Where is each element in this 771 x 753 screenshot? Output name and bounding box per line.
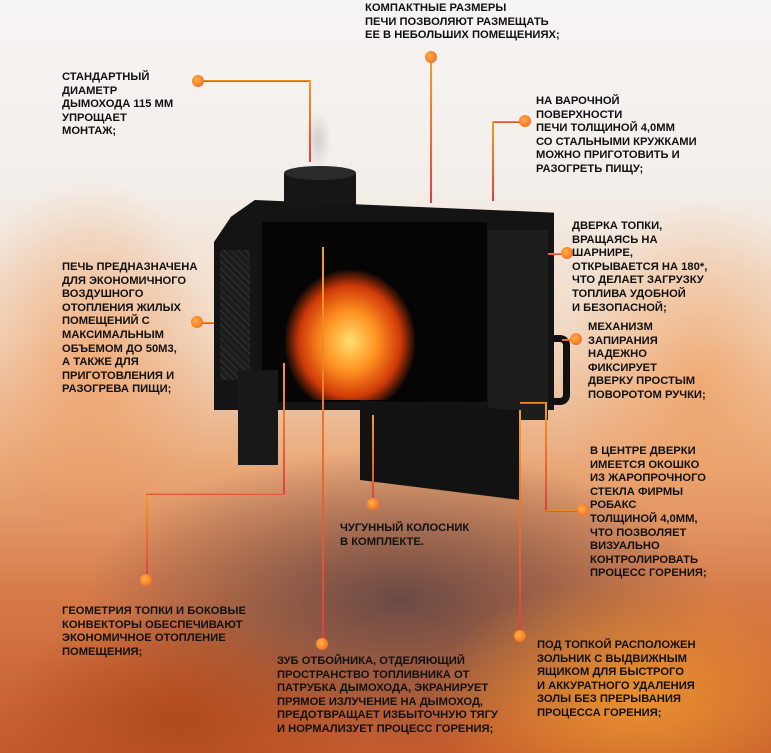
chimney-top [284, 166, 356, 180]
connector [545, 510, 579, 512]
marker-dot [191, 316, 203, 328]
connector [146, 493, 284, 495]
fire [285, 270, 415, 400]
marker-dot [519, 115, 531, 127]
callout-grate: Чугунный колосник в комплекте. [340, 522, 470, 548]
ash-box [360, 400, 520, 500]
callout-lock-mechanism: Механизм запирания надежно фиксирует две… [588, 321, 706, 401]
callout-ash-pit: Под топкой расположен зольник с выдвижны… [537, 639, 696, 719]
callout-cooktop: На варочной поверхности печи толщиной 4,… [536, 95, 697, 175]
connector [492, 121, 494, 201]
connector [309, 80, 311, 162]
connector [562, 339, 574, 341]
marker-dot [514, 630, 526, 642]
connector [372, 415, 374, 501]
callout-geometry: Геометрия топки и боковые конвекторы обе… [62, 605, 246, 658]
callout-compact-size: Компактные размеры печи позволяют размещ… [365, 2, 560, 42]
connector [548, 253, 564, 255]
connector [204, 80, 310, 82]
callout-purpose: Печь предназначена для экономичного возд… [62, 261, 198, 396]
marker-dot [192, 75, 204, 87]
connector [200, 322, 214, 324]
side-convector [220, 250, 250, 380]
door-handle [548, 335, 570, 405]
marker-dot [316, 638, 328, 650]
connector [283, 363, 285, 494]
connector [430, 63, 432, 203]
connector [545, 402, 547, 510]
door [488, 230, 548, 420]
marker-dot [425, 51, 437, 63]
connector [322, 247, 324, 641]
callout-chimney-diameter: Стандартный диаметр дымохода 115 мм упро… [62, 71, 174, 138]
marker-dot [577, 504, 589, 516]
marker-dot [570, 333, 582, 345]
marker-dot [140, 574, 152, 586]
connector [519, 410, 521, 632]
connector [492, 121, 522, 123]
stove-leg [238, 370, 278, 465]
callout-glass-window: В центре дверки имеется окошко из жаропр… [590, 445, 707, 580]
connector [520, 402, 546, 404]
marker-dot [561, 247, 573, 259]
callout-baffle: Зуб отбойника, отделяющий пространство т… [277, 655, 498, 735]
marker-dot [367, 498, 379, 510]
connector [146, 493, 148, 577]
callout-door-hinge: Дверка топки, вращаясь на шарнире, откры… [572, 220, 708, 314]
